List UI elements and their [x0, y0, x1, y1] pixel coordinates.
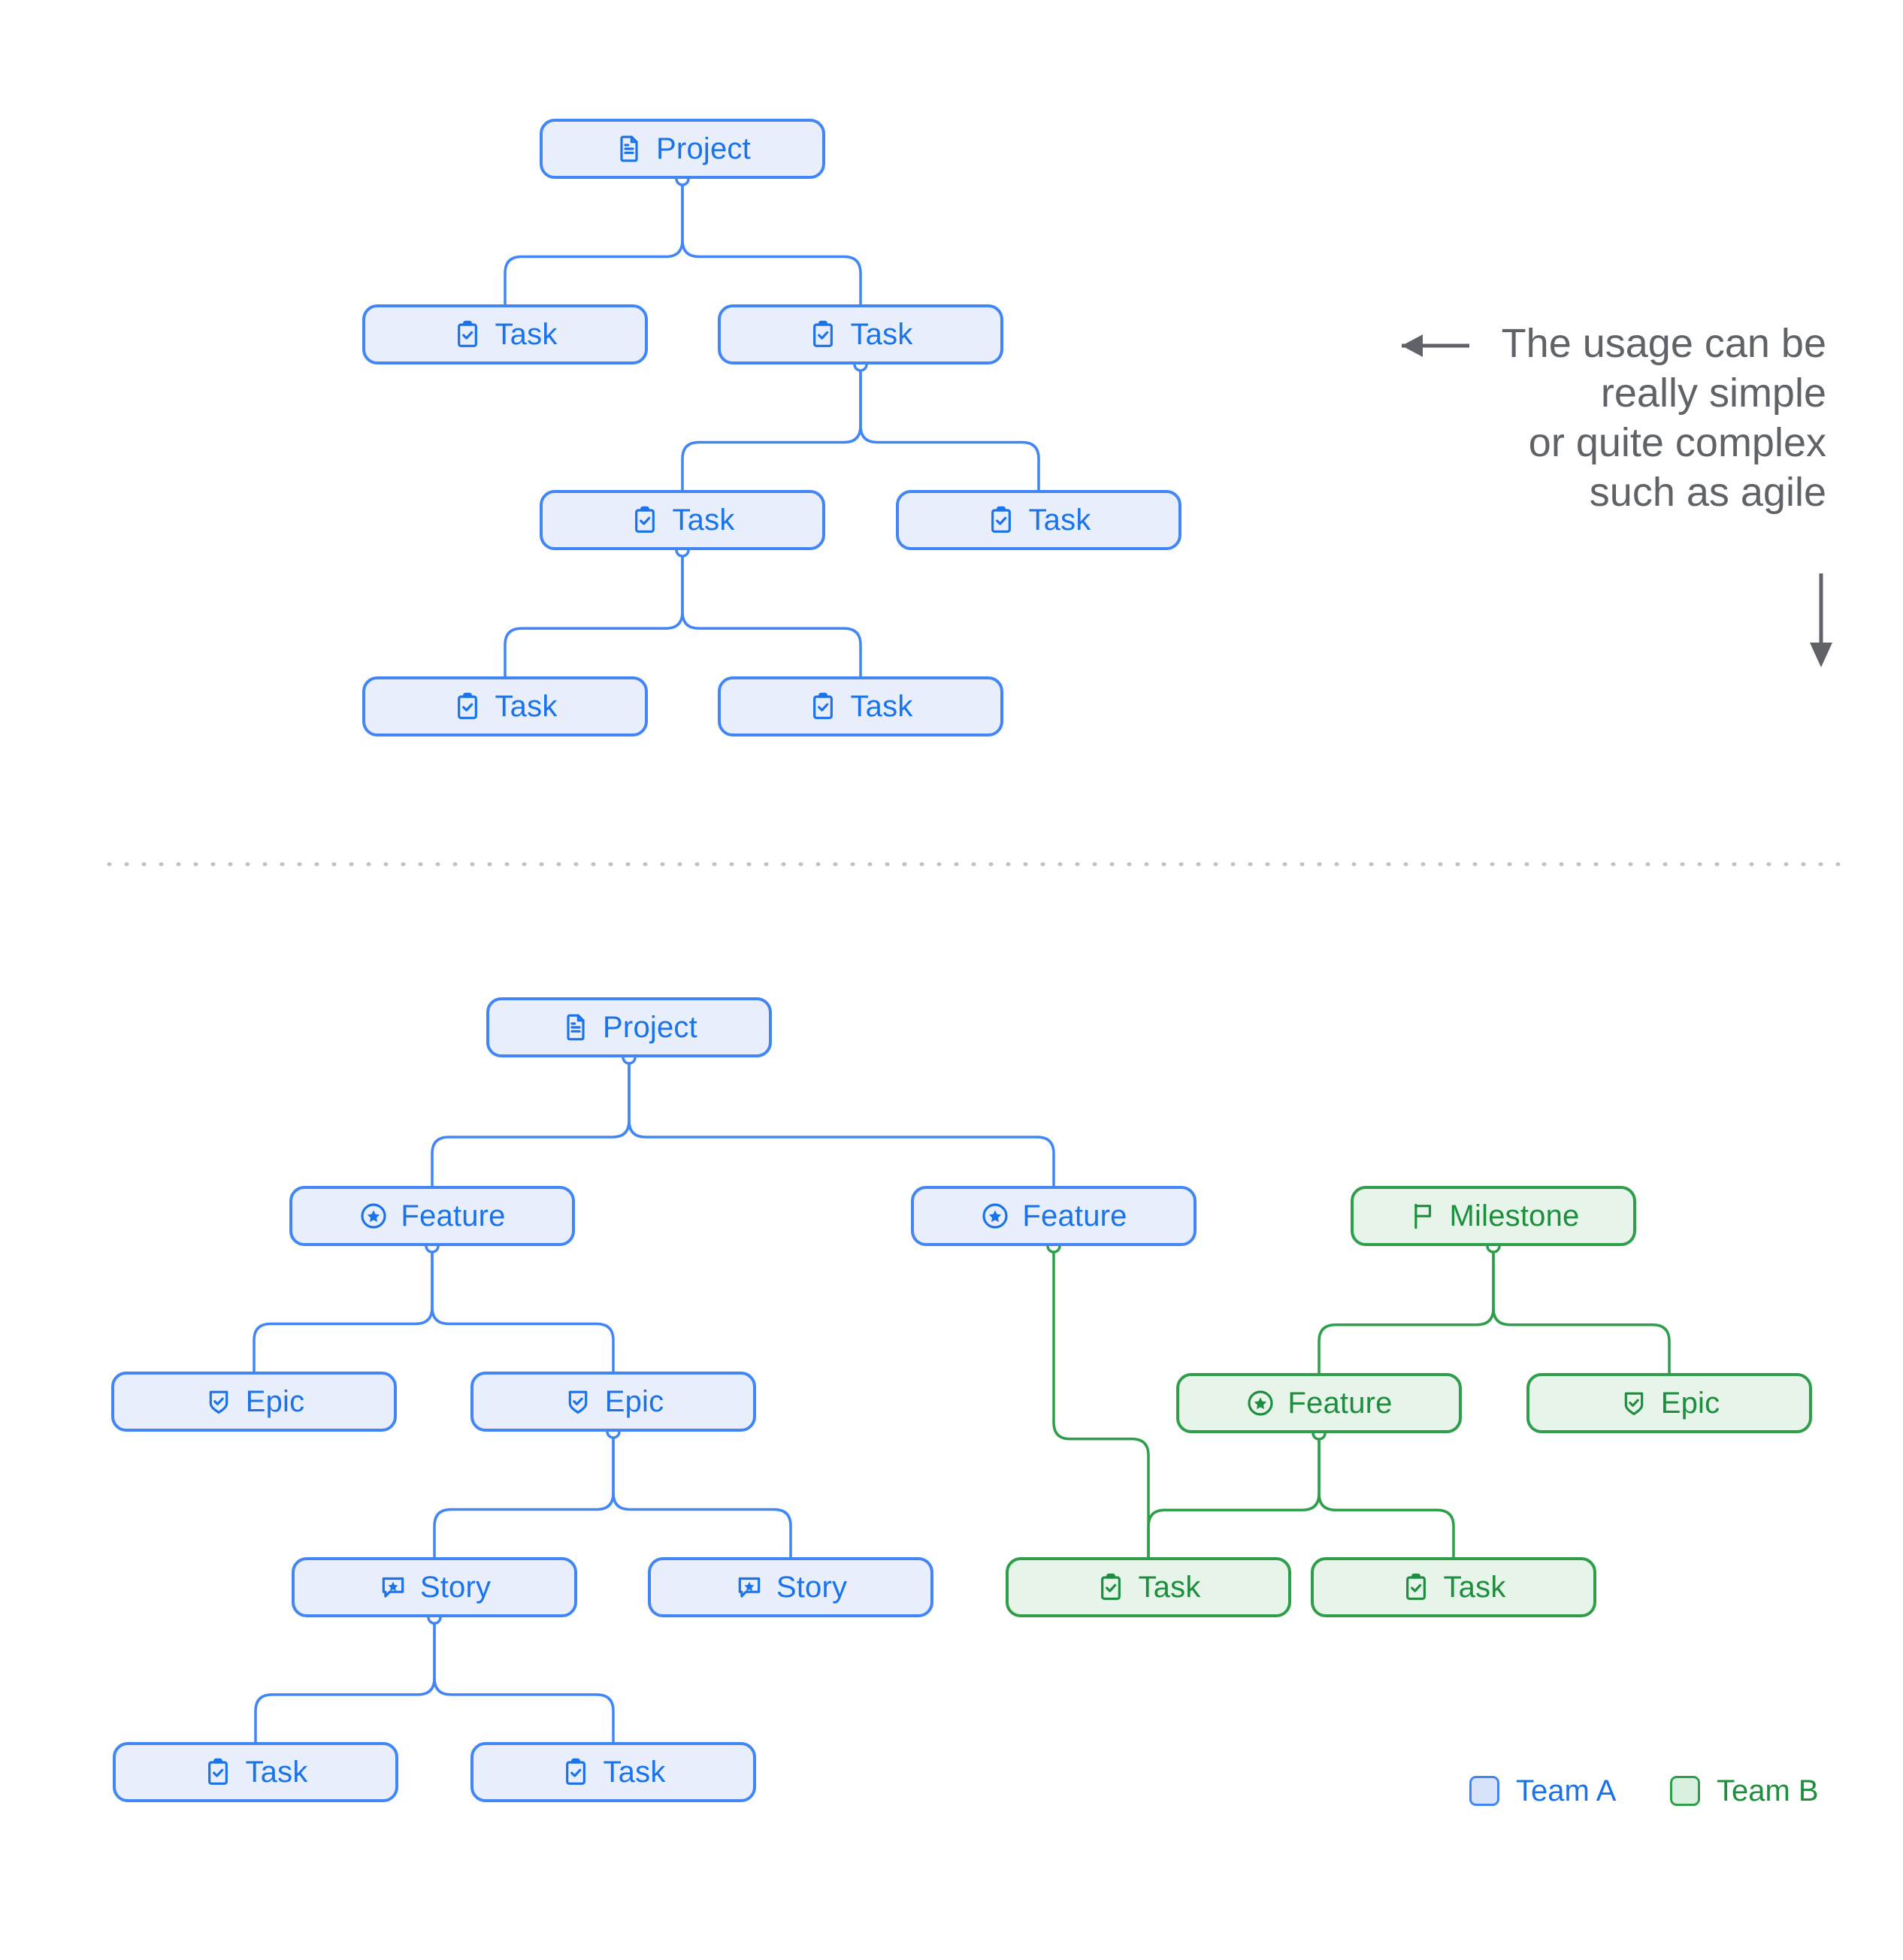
node-task[interactable]: Task: [1006, 1557, 1291, 1617]
connector-line: [1318, 1246, 1495, 1373]
clipboard-check-icon: [1096, 1572, 1126, 1602]
star-circle-icon: [359, 1201, 389, 1231]
node-label: Task: [1443, 1571, 1506, 1604]
connector-line: [859, 364, 1040, 490]
node-story[interactable]: Story: [292, 1557, 577, 1617]
node-label: Feature: [401, 1199, 506, 1233]
annotation-line-1: The usage can be: [1501, 321, 1826, 366]
node-task[interactable]: Task: [362, 304, 648, 364]
connector-line: [628, 1057, 1055, 1186]
node-label: Story: [419, 1571, 492, 1604]
clipboard-check-icon: [452, 691, 483, 721]
node-epic[interactable]: Epic: [470, 1372, 756, 1432]
node-feature[interactable]: Feature: [911, 1186, 1197, 1246]
square-swatch-icon: [1670, 1776, 1700, 1806]
connector-line: [1492, 1246, 1671, 1373]
node-label: Task: [245, 1756, 308, 1789]
connector-line: [681, 550, 862, 676]
node-project[interactable]: Project: [486, 997, 772, 1057]
connector-line: [504, 550, 684, 676]
node-project[interactable]: Project: [540, 119, 825, 179]
legend-label-team-a: Team A: [1516, 1774, 1617, 1807]
connector-line: [433, 1617, 615, 1742]
comment-star-icon: [734, 1572, 764, 1602]
node-task[interactable]: Task: [362, 676, 648, 737]
clipboard-check-icon: [203, 1757, 233, 1787]
node-task[interactable]: Task: [1311, 1557, 1596, 1617]
node-task[interactable]: Task: [896, 490, 1181, 550]
node-epic[interactable]: Epic: [1526, 1373, 1812, 1433]
legend-item-team-b[interactable]: Team B: [1670, 1776, 1819, 1806]
node-label: Task: [850, 318, 913, 351]
node-task[interactable]: Task: [718, 304, 1003, 364]
annotation-line-4: such as agile: [1589, 469, 1826, 515]
clipboard-check-icon: [630, 505, 660, 535]
connector-line: [504, 179, 684, 304]
comment-star-icon: [378, 1572, 408, 1602]
node-task[interactable]: Task: [718, 676, 1003, 737]
node-label: Epic: [604, 1385, 664, 1418]
node-feature[interactable]: Feature: [1176, 1373, 1462, 1433]
star-circle-icon: [980, 1201, 1010, 1231]
connector-line: [253, 1246, 434, 1372]
document-icon: [614, 134, 644, 164]
node-label: Story: [776, 1571, 848, 1604]
node-task[interactable]: Task: [540, 490, 825, 550]
shield-check-icon: [563, 1387, 593, 1417]
square-swatch-icon: [1469, 1776, 1499, 1806]
node-label: Feature: [1287, 1387, 1393, 1420]
document-icon: [561, 1012, 591, 1042]
node-label: Epic: [1660, 1387, 1720, 1420]
shield-check-icon: [204, 1387, 234, 1417]
connector-line: [612, 1432, 792, 1557]
clipboard-check-icon: [808, 319, 838, 349]
connector-line: [431, 1246, 615, 1372]
legend-item-team-a[interactable]: Team A: [1469, 1776, 1616, 1806]
node-label: Task: [495, 318, 558, 351]
node-label: Task: [495, 690, 558, 723]
node-feature[interactable]: Feature: [289, 1186, 575, 1246]
connector-line: [681, 364, 862, 490]
node-milestone[interactable]: Milestone: [1351, 1186, 1636, 1246]
node-story[interactable]: Story: [648, 1557, 933, 1617]
connector-line: [431, 1057, 631, 1186]
annotation-line-3: or quite complex: [1528, 419, 1826, 465]
arrow-left-icon: [1402, 334, 1469, 357]
node-label: Milestone: [1449, 1199, 1580, 1233]
node-task[interactable]: Task: [113, 1742, 398, 1802]
connector-line: [1318, 1433, 1455, 1557]
node-epic[interactable]: Epic: [111, 1372, 397, 1432]
node-label: Task: [672, 504, 735, 537]
shield-check-icon: [1619, 1388, 1649, 1418]
connector-line: [1052, 1246, 1150, 1557]
clipboard-check-icon: [452, 319, 483, 349]
annotation-line-2: really simple: [1600, 370, 1826, 416]
annotation-text: The usage can be really simple or quite …: [1496, 319, 1826, 518]
clipboard-check-icon: [986, 505, 1016, 535]
connector-line: [1147, 1433, 1321, 1557]
connector-line: [681, 179, 862, 304]
arrow-down-icon: [1810, 573, 1832, 667]
connector-line: [433, 1432, 615, 1557]
simple-tree-connectors: [504, 171, 1040, 676]
node-label: Task: [1138, 1571, 1201, 1604]
flag-icon: [1408, 1201, 1438, 1231]
node-label: Task: [603, 1756, 666, 1789]
clipboard-check-icon: [1401, 1572, 1431, 1602]
legend-label-team-b: Team B: [1717, 1774, 1819, 1807]
clipboard-check-icon: [808, 691, 838, 721]
connector-line: [254, 1617, 436, 1742]
node-label: Project: [656, 132, 751, 165]
star-circle-icon: [1245, 1388, 1275, 1418]
node-label: Epic: [245, 1385, 305, 1418]
node-task[interactable]: Task: [470, 1742, 756, 1802]
clipboard-check-icon: [561, 1757, 591, 1787]
node-label: Task: [1028, 504, 1091, 537]
node-label: Feature: [1022, 1199, 1127, 1233]
node-label: Project: [603, 1011, 697, 1044]
node-label: Task: [850, 690, 913, 723]
